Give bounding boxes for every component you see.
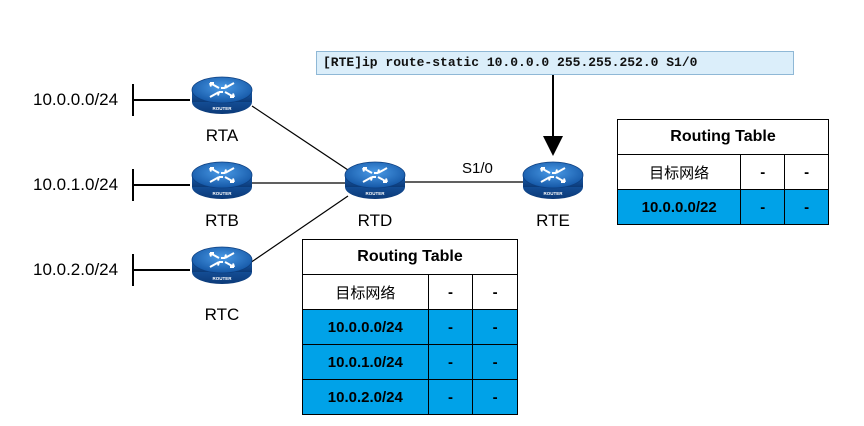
network-label-b: 10.0.1.0/24 [33, 175, 119, 194]
rtd-routing-table: Routing Table 目标网络 - - 10.0.0.0/24 - - 1… [302, 239, 518, 415]
router-label-rte: RTE [536, 211, 570, 230]
rtd-route-cell: - [427, 309, 474, 345]
rte-route-cell: - [784, 189, 829, 225]
rtd-table-header-col: - [472, 274, 518, 310]
rtd-table-title: Routing Table [302, 239, 518, 275]
link-rtc-rtd [249, 195, 349, 264]
rtd-route-dest: 10.0.0.0/24 [302, 309, 429, 345]
rte-table-header-col: - [784, 154, 829, 190]
router-label-rtc: RTC [204, 305, 240, 324]
rtd-route-cell: - [427, 379, 474, 415]
router-icon-text: ROUTER [213, 191, 233, 196]
router-icon-text: ROUTER [213, 276, 233, 281]
rte-route-cell: - [740, 189, 786, 225]
command-box: [RTE]ip route-static 10.0.0.0 255.255.25… [316, 51, 794, 75]
router-label-rta: RTA [205, 126, 239, 145]
rte-route-dest: 10.0.0.0/22 [616, 189, 742, 225]
table-row: 10.0.1.0/24 - - [302, 344, 518, 380]
network-label-a: 10.0.0.0/24 [33, 90, 119, 109]
rte-table-title: Routing Table [617, 119, 829, 155]
router-icon-text: ROUTER [544, 191, 564, 196]
network-label-c: 10.0.2.0/24 [33, 260, 119, 279]
router-label-rtb: RTB [205, 211, 239, 230]
table-row: 10.0.0.0/24 - - [302, 309, 518, 345]
rtd-table-header-col: - [427, 274, 474, 310]
router-label-rtd: RTD [357, 211, 393, 230]
table-row: 10.0.2.0/24 - - [302, 379, 518, 415]
table-row: 10.0.0.0/22 - - [616, 189, 829, 225]
rtd-route-cell: - [472, 309, 518, 345]
rte-routing-table: Routing Table 目标网络 - - 10.0.0.0/22 - - [616, 119, 829, 225]
interface-label: S1/0 [462, 160, 493, 177]
router-links [249, 105, 528, 264]
rte-table-header-dest: 目标网络 [616, 154, 742, 190]
router-icon-text: ROUTER [213, 106, 233, 111]
rtd-route-cell: - [472, 344, 518, 380]
rtd-route-cell: - [472, 379, 518, 415]
link-rta-rtd [251, 105, 349, 171]
rtd-route-dest: 10.0.1.0/24 [302, 344, 429, 380]
rtd-route-dest: 10.0.2.0/24 [302, 379, 429, 415]
rte-table-header-col: - [740, 154, 786, 190]
rtd-table-header-dest: 目标网络 [302, 274, 429, 310]
rtd-route-cell: - [427, 344, 474, 380]
network-stubs [132, 84, 190, 286]
router-icon-text: ROUTER [366, 191, 386, 196]
